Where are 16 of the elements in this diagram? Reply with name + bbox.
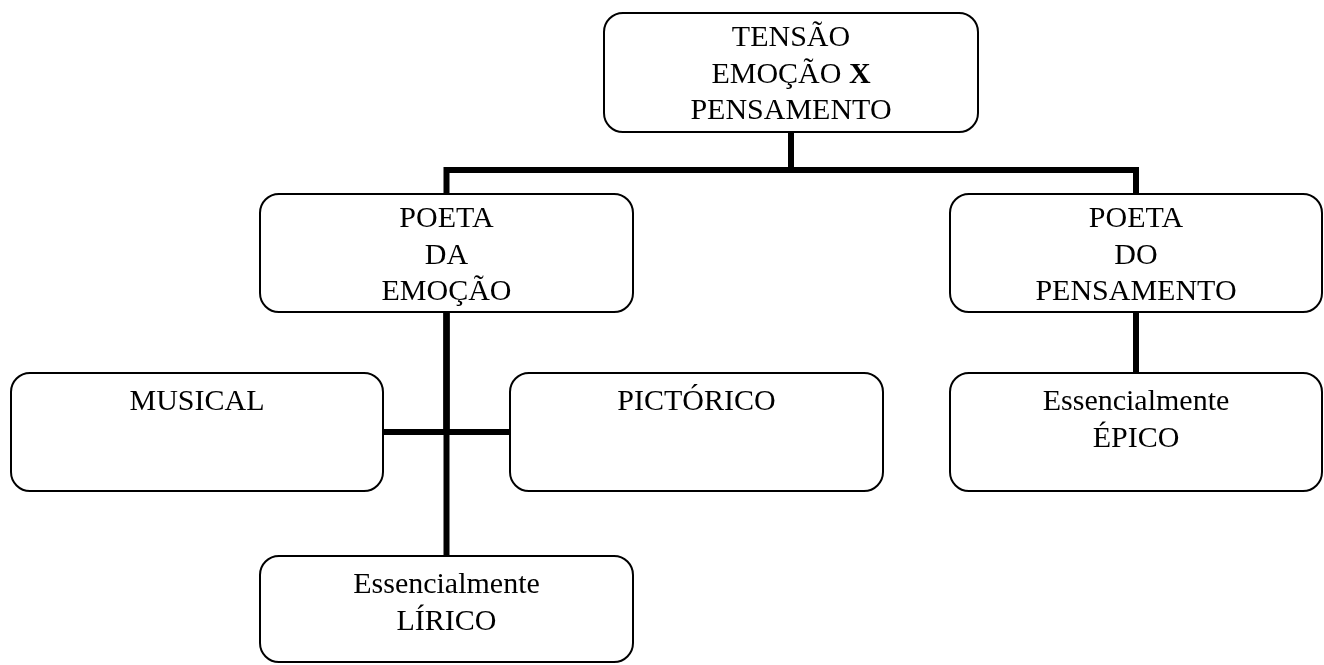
connector-line	[1133, 313, 1139, 372]
node-text: POETA DO PENSAMENTO	[1034, 199, 1238, 309]
rounded-box	[603, 12, 979, 133]
rounded-box	[10, 372, 384, 492]
node-text: Essencialmente LÍRICO	[353, 565, 540, 638]
rounded-box	[949, 193, 1323, 313]
rounded-box	[949, 372, 1323, 492]
node-text: Essencialmente ÉPICO	[1042, 382, 1230, 455]
node-text: PICTÓRICO	[617, 382, 776, 418]
node-text: TENSÃO EMOÇÃO X PENSAMENTO	[689, 18, 893, 128]
rounded-box	[509, 372, 884, 492]
rounded-box	[259, 555, 634, 663]
node-text: MUSICAL	[129, 382, 265, 418]
connector-line	[443, 313, 450, 555]
node-text: POETA DA EMOÇÃO	[380, 199, 513, 309]
rounded-box	[259, 193, 634, 313]
